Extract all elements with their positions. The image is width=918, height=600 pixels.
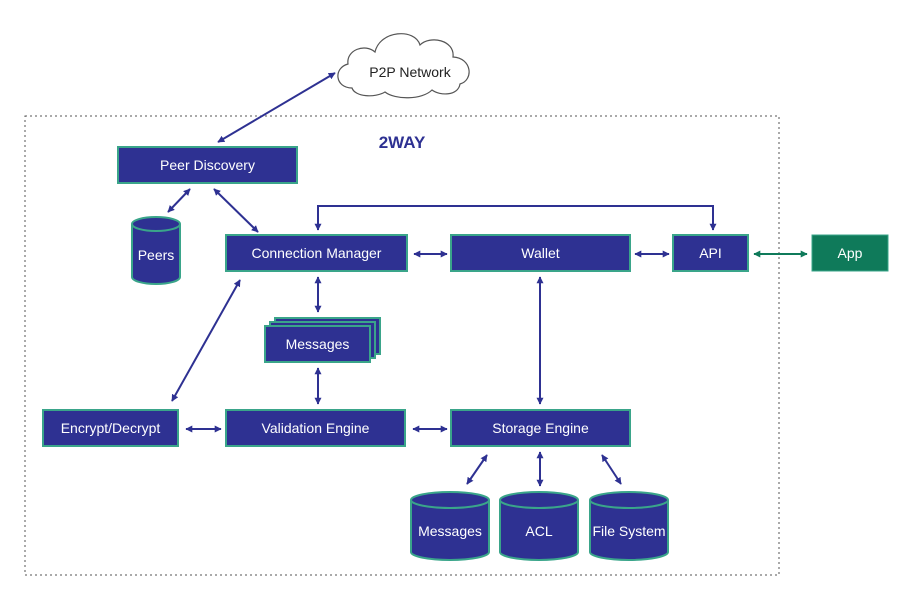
wallet-box: Wallet <box>450 234 631 272</box>
validation-engine-label: Validation Engine <box>262 420 370 436</box>
connectors <box>167 72 808 487</box>
encrypt-decrypt-label: Encrypt/Decrypt <box>61 420 161 436</box>
arrow-peerdiscovery-cloud <box>217 72 336 143</box>
arrow-connmgr-encrypt <box>171 279 241 402</box>
messages-queue-stack: Messages <box>264 317 381 363</box>
connection-manager-box: Connection Manager <box>225 234 408 272</box>
api-label: API <box>699 245 722 261</box>
storage-engine-box: Storage Engine <box>450 409 631 447</box>
arrow-connmgr-api-loop <box>314 205 717 231</box>
peers-database-icon: Peers <box>131 216 181 285</box>
api-box: API <box>672 234 749 272</box>
peer-discovery-box: Peer Discovery <box>117 146 298 184</box>
arrow-peerdiscovery-peers <box>167 188 191 213</box>
arrow-storage-messagesdb <box>466 454 488 485</box>
encrypt-decrypt-box: Encrypt/Decrypt <box>42 409 179 447</box>
acl-label: ACL <box>525 523 552 539</box>
file-system-label: File System <box>592 523 665 539</box>
wallet-label: Wallet <box>521 245 559 261</box>
file-system-database-icon: File System <box>589 491 669 561</box>
messages-queue-label: Messages <box>286 336 350 352</box>
storage-engine-label: Storage Engine <box>492 420 589 436</box>
arrow-peerdiscovery-connmgr <box>213 188 259 233</box>
validation-engine-box: Validation Engine <box>225 409 406 447</box>
messages-db-label: Messages <box>418 523 482 539</box>
system-boundary <box>24 115 780 576</box>
app-box: App <box>811 234 889 272</box>
peers-label: Peers <box>138 247 175 263</box>
diagram-title: 2WAY <box>379 133 426 152</box>
peer-discovery-label: Peer Discovery <box>160 157 255 173</box>
p2p-network-cloud: P2P Network <box>337 33 470 99</box>
app-label: App <box>838 245 863 261</box>
arrow-storage-filesystem <box>601 454 622 485</box>
acl-database-icon: ACL <box>499 491 579 561</box>
connection-manager-label: Connection Manager <box>252 245 382 261</box>
messages-database-icon: Messages <box>410 491 490 561</box>
cloud-label: P2P Network <box>369 64 451 80</box>
